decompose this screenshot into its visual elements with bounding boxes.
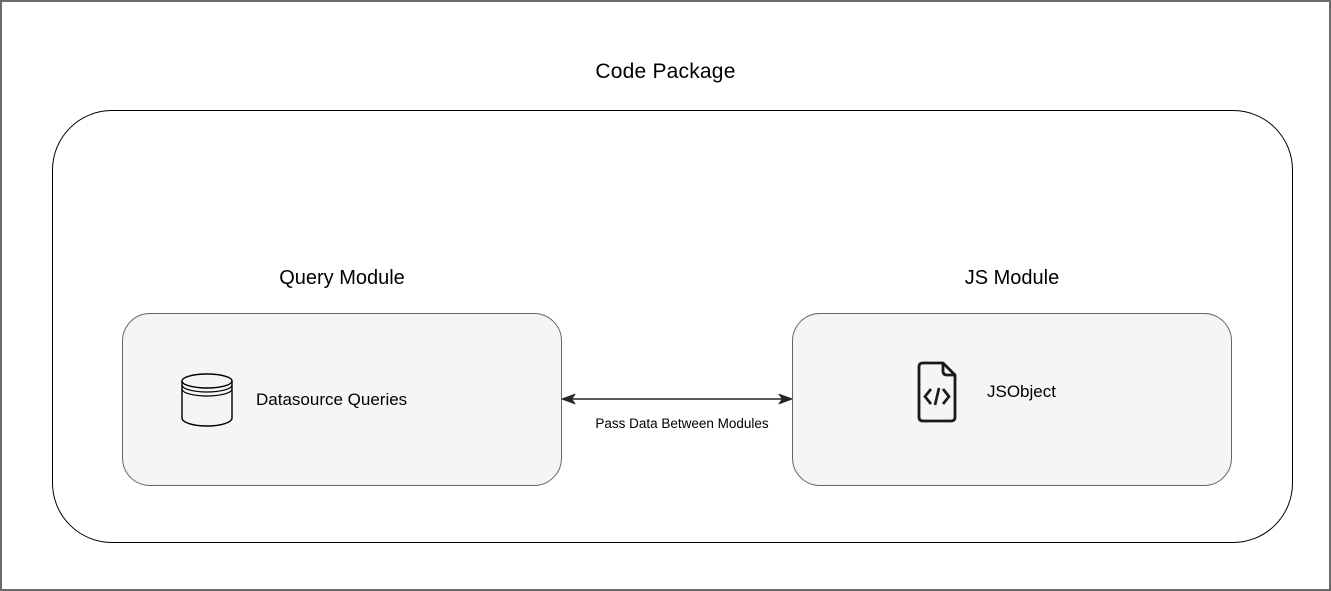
database-icon [181, 372, 233, 427]
query-module-node[interactable]: Datasource Queries [122, 313, 562, 486]
bidirectional-arrow[interactable] [558, 391, 796, 407]
query-node-content: Datasource Queries [123, 314, 561, 485]
js-node-content: JSObject [793, 314, 1231, 485]
query-module-title: Query Module [279, 267, 405, 289]
diagram-title: Code Package [595, 60, 736, 83]
js-module-node[interactable]: JSObject [792, 313, 1232, 486]
js-module-title: JS Module [964, 267, 1060, 289]
code-file-icon [914, 361, 960, 423]
query-node-label: Datasource Queries [256, 389, 408, 409]
code-package-container[interactable] [52, 110, 1293, 543]
connection-label: Pass Data Between Modules [595, 416, 769, 431]
js-node-label: JSObject [987, 381, 1056, 401]
